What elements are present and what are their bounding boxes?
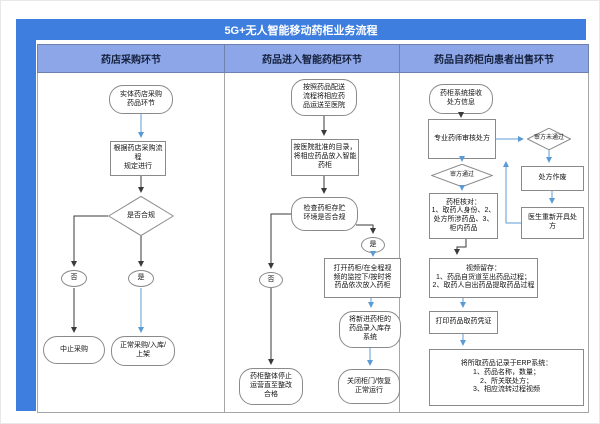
node-label: 正常采购/入库/ 上架 (120, 342, 166, 358)
node-label: 审方未通过 (533, 135, 564, 142)
node-halt-operation: 药柜整体停止 运营直至整改 合格 (239, 368, 303, 405)
node-open-cabinet-load: 打开药柜/在全程视 频的监控下/按时将 药品依次放入药柜 (324, 258, 401, 298)
lane-divider-1 (224, 73, 225, 413)
node-start-receive-prescription: 药柜系统接收 处方信息 (429, 84, 493, 114)
lane-divider-2 (399, 73, 400, 413)
node-label: 打印药品取药凭证 (435, 318, 492, 326)
title-bar: 5G+无人智能移动药柜业务流程 (16, 19, 586, 40)
page-title: 5G+无人智能移动药柜业务流程 (224, 24, 378, 37)
node-label: 是否合规 (127, 211, 155, 219)
node-label: 否 (70, 274, 78, 282)
node-label: 视频留存： 1、药品自货道至出药品过程； 2、取药人自出药品提取药品过程 (432, 264, 535, 290)
node-label: 药柜核对： 1、取药人身份、2、 处方所涉药品、3、 柜内药品 (431, 198, 496, 232)
node-label: 药柜系统接收 处方信息 (440, 90, 482, 106)
node-normal-purchase: 正常采购/入库/ 上架 (111, 336, 175, 366)
left-accent-strip (16, 40, 36, 411)
decision-compliance: 是否合规 (108, 196, 174, 236)
node-label: 根据药店采购流程 规定进行 (113, 145, 163, 170)
node-label: 处方作废 (538, 174, 567, 182)
node-label: 实体药店采购 药品环节 (120, 90, 162, 107)
diamond-shape (527, 128, 571, 150)
node-video-retention: 视频留存： 1、药品自货道至出药品过程； 2、取药人自出药品提取药品过程 (429, 258, 538, 298)
node-cabinet-verify: 药柜核对： 1、取药人身份、2、 处方所涉药品、3、 柜内药品 (429, 193, 498, 239)
decision-review-passed: 审方通过 (431, 164, 493, 187)
node-label: 打开药柜/在全程视 频的监控下/按时将 药品依次放入药柜 (333, 264, 392, 290)
node-start-physical-pharmacy: 实体药店采购 药品环节 (109, 85, 173, 114)
connector-no: 否 (61, 270, 87, 287)
lane-header-cabinet-entry: 药品进入智能药柜环节 (224, 44, 400, 73)
node-start-delivery: 按照药品配送 流程将相应药 品运送至医院 (291, 79, 357, 116)
node-label: 将新进药柜的 药品录入库存 系统 (349, 316, 391, 341)
node-label: 检查药柜存贮 环境是否合规 (303, 205, 346, 221)
node-reissue-prescription: 医生重新开具处 方 (521, 207, 584, 239)
decision-review-failed: 审方未通过 (527, 128, 571, 150)
node-check-storage-env: 检查药柜存贮 环境是否合规 (291, 197, 358, 231)
node-label: 药柜整体停止 运营直至整改 合格 (250, 373, 292, 398)
node-purchase-procedure: 根据药店采购流程 规定进行 (110, 141, 166, 176)
connector-yes: 是 (361, 237, 385, 253)
node-label: 关闭柜门/恢复 正常运行 (347, 377, 391, 394)
lane-header-label: 药品进入智能药柜环节 (262, 55, 362, 66)
node-label: 中止采购 (60, 345, 88, 353)
node-label: 否 (267, 275, 275, 283)
node-stop-purchase: 中止采购 (43, 336, 105, 364)
node-load-by-catalog: 按医院批准的目录， 将相应药品放入智能 药柜 (291, 139, 359, 176)
node-label: 将所取药品记录于ERP系统： 1、药品名称，数量； 2、所关联处方； 3、相应流… (460, 360, 553, 394)
diamond-shape (108, 196, 174, 236)
node-stock-entry: 将新进药柜的 药品录入库存 系统 (339, 311, 401, 348)
lane-header-label: 药品自药柜向患者出售环节 (434, 55, 554, 66)
connector-no: 否 (259, 272, 283, 288)
node-label: 医生重新开具处 方 (528, 214, 577, 230)
node-label: 是 (137, 274, 145, 282)
lane-header-label: 药店采购环节 (101, 55, 161, 66)
node-pharmacist-review: 专业药师审核处方 (428, 119, 496, 159)
node-label: 按照药品配送 流程将相应药 品运送至医院 (303, 84, 345, 109)
lane-header-pharmacy-purchase: 药店采购环节 (37, 44, 225, 73)
node-label: 专业药师审核处方 (434, 134, 490, 142)
connector-yes: 是 (128, 270, 154, 287)
node-erp-record: 将所取药品记录于ERP系统： 1、药品名称，数量； 2、所关联处方； 3、相应流… (429, 349, 584, 406)
node-void-prescription: 处方作废 (521, 166, 584, 191)
node-label: 按医院批准的目录， 将相应药品放入智能 药柜 (293, 144, 357, 169)
node-print-receipt: 打印药品取药凭证 (429, 311, 498, 334)
lane-header-patient-sale: 药品自药柜向患者出售环节 (399, 44, 589, 73)
node-label: 审方通过 (449, 171, 474, 178)
node-close-door-resume: 关闭柜门/恢复 正常运行 (338, 369, 400, 404)
node-label: 是 (369, 240, 377, 248)
